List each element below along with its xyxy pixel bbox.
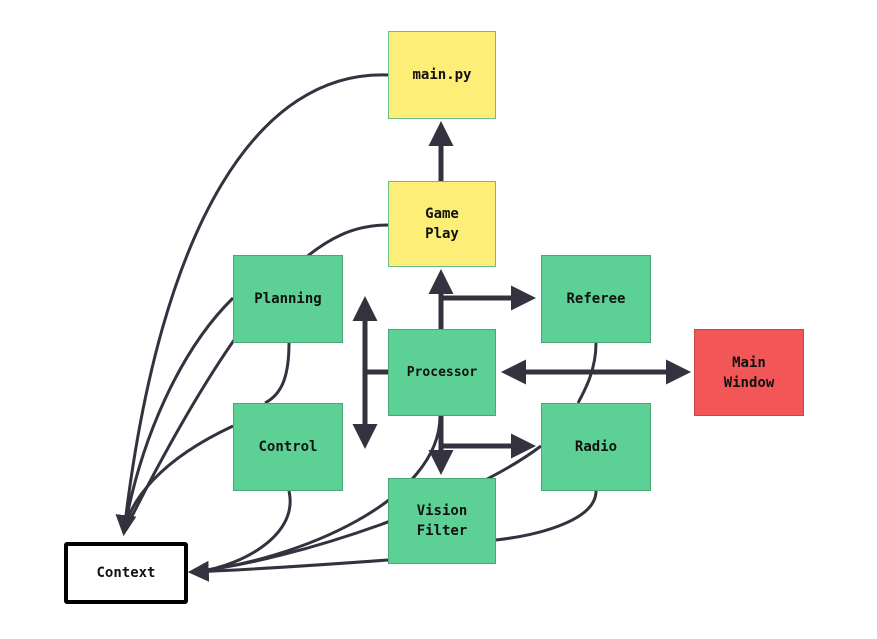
node-context[interactable]: Context	[64, 542, 188, 604]
connector-radio-to-context	[191, 444, 542, 574]
arrow-processor-to-radio	[438, 416, 536, 459]
node-referee[interactable]: Referee	[541, 255, 651, 343]
connector-planning-to-context	[122, 296, 235, 533]
main-arrows	[352, 121, 691, 475]
node-processor[interactable]: Processor	[388, 329, 496, 416]
node-main-window[interactable]: Main Window	[694, 329, 804, 416]
node-planning[interactable]: Planning	[233, 255, 343, 343]
connector-radio-vision	[495, 490, 598, 542]
node-vision-filter[interactable]: Vision Filter	[388, 478, 496, 564]
node-main-py[interactable]: main.py	[388, 31, 496, 119]
node-radio[interactable]: Radio	[541, 403, 651, 491]
node-control[interactable]: Control	[233, 403, 343, 491]
connector-vision-to-context	[187, 558, 389, 582]
connector-control-bottom-to-context	[191, 490, 292, 574]
connector-main-to-context	[115, 73, 389, 537]
connector-planning-control	[264, 342, 291, 405]
context-connectors	[115, 73, 598, 582]
connector-control-to-context	[122, 424, 234, 533]
node-game-play[interactable]: Game Play	[388, 181, 496, 267]
